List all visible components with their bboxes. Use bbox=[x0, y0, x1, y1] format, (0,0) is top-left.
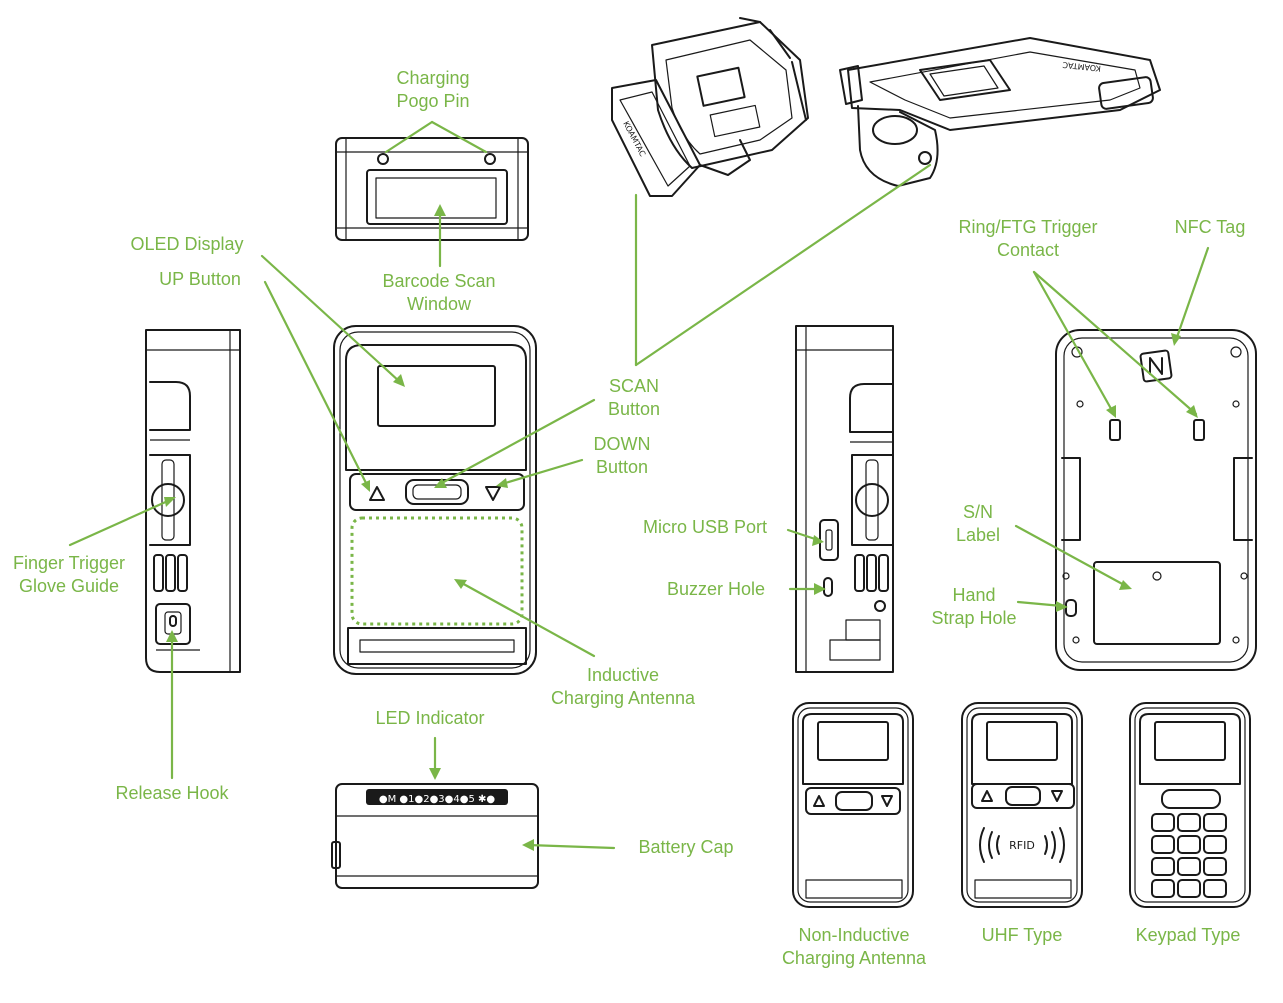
battery-cap-tab bbox=[331, 841, 341, 869]
oled-bezel bbox=[345, 344, 527, 471]
label-nfc-tag: NFC Tag bbox=[1174, 217, 1246, 237]
device-front-view bbox=[333, 325, 537, 675]
rfid-wave-left bbox=[979, 827, 1000, 863]
brand-text-strap: KOAMTAC bbox=[1062, 60, 1102, 73]
pogo-pin-right bbox=[484, 153, 496, 165]
trigger-contact-right bbox=[1193, 419, 1205, 441]
keypad-key bbox=[1151, 879, 1175, 898]
label-micro-usb-port: Micro USB Port bbox=[642, 517, 768, 537]
keypad-key bbox=[1151, 835, 1175, 854]
micro-usb-port bbox=[819, 519, 839, 561]
label-oled-display: OLED Display bbox=[130, 234, 244, 254]
led-strip bbox=[366, 789, 508, 805]
variant-non-inductive bbox=[792, 702, 914, 908]
trigger-contact-left bbox=[1109, 419, 1121, 441]
device-top-view bbox=[335, 137, 529, 241]
led-strip-text: ●M ●1●2●3●4●5 ✱● bbox=[379, 794, 496, 805]
label-release-hook: Release Hook bbox=[115, 783, 229, 803]
label-keypad-type: Keypad Type bbox=[1135, 925, 1241, 945]
barcode-scan-window-frame bbox=[366, 169, 508, 225]
up-button-glyph bbox=[369, 486, 385, 501]
pogo-pin-left bbox=[377, 153, 389, 165]
label-up-button: UP Button bbox=[159, 269, 241, 289]
hand-strap-hole bbox=[1065, 599, 1077, 617]
keypad-key bbox=[1177, 857, 1201, 876]
device-right-side-view bbox=[795, 325, 894, 673]
rfid-wave-right bbox=[1044, 827, 1065, 863]
scan-button-shape bbox=[405, 479, 469, 505]
label-battery-cap: Battery Cap bbox=[638, 837, 734, 857]
glove-guide-notch bbox=[149, 454, 191, 546]
hand-strap-mount-accessory bbox=[839, 37, 1161, 187]
keypad-keys bbox=[1151, 813, 1227, 898]
device-left-side-view bbox=[145, 329, 241, 673]
ring-cradle-accessory bbox=[611, 17, 809, 197]
device-bottom-view bbox=[331, 783, 539, 889]
inductive-antenna-area bbox=[350, 516, 524, 626]
keypad-key bbox=[1203, 813, 1227, 832]
keypad-key bbox=[1203, 835, 1227, 854]
keypad-key bbox=[1177, 835, 1201, 854]
oled-display-screen bbox=[377, 365, 496, 427]
keypad-key bbox=[1151, 813, 1175, 832]
keypad-key bbox=[1203, 857, 1227, 876]
variant-keypad bbox=[1129, 702, 1251, 908]
variant-uhf bbox=[961, 702, 1083, 908]
serial-number-label-area bbox=[1093, 561, 1221, 645]
keypad-key bbox=[1177, 813, 1201, 832]
label-buzzer-hole: Buzzer Hole bbox=[666, 579, 766, 599]
buzzer-hole bbox=[823, 577, 833, 597]
keypad-key bbox=[1203, 879, 1227, 898]
keypad-key bbox=[1177, 879, 1201, 898]
keypad-key bbox=[1151, 857, 1175, 876]
rfid-text: RFID bbox=[1009, 839, 1035, 852]
down-button-glyph bbox=[485, 486, 501, 501]
device-back-view bbox=[1055, 329, 1257, 671]
label-led-indicator: LED Indicator bbox=[375, 708, 485, 728]
leader-lines bbox=[68, 120, 1210, 851]
label-uhf-type: UHF Type bbox=[981, 925, 1063, 945]
